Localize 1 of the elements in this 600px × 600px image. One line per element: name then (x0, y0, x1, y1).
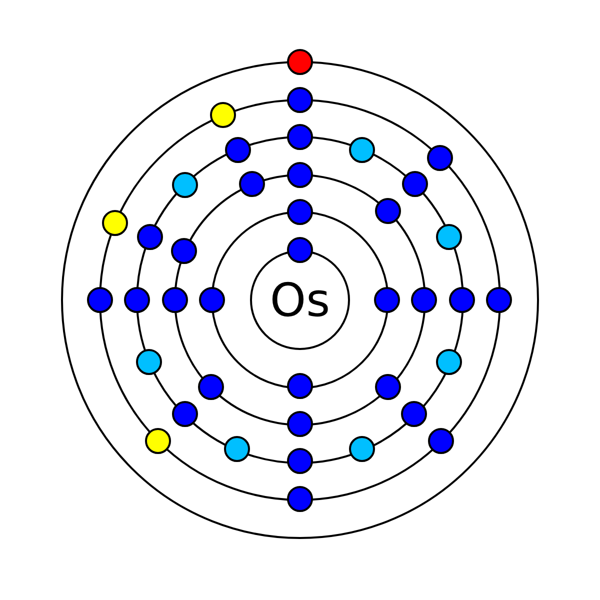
element-symbol: Os (270, 277, 330, 323)
